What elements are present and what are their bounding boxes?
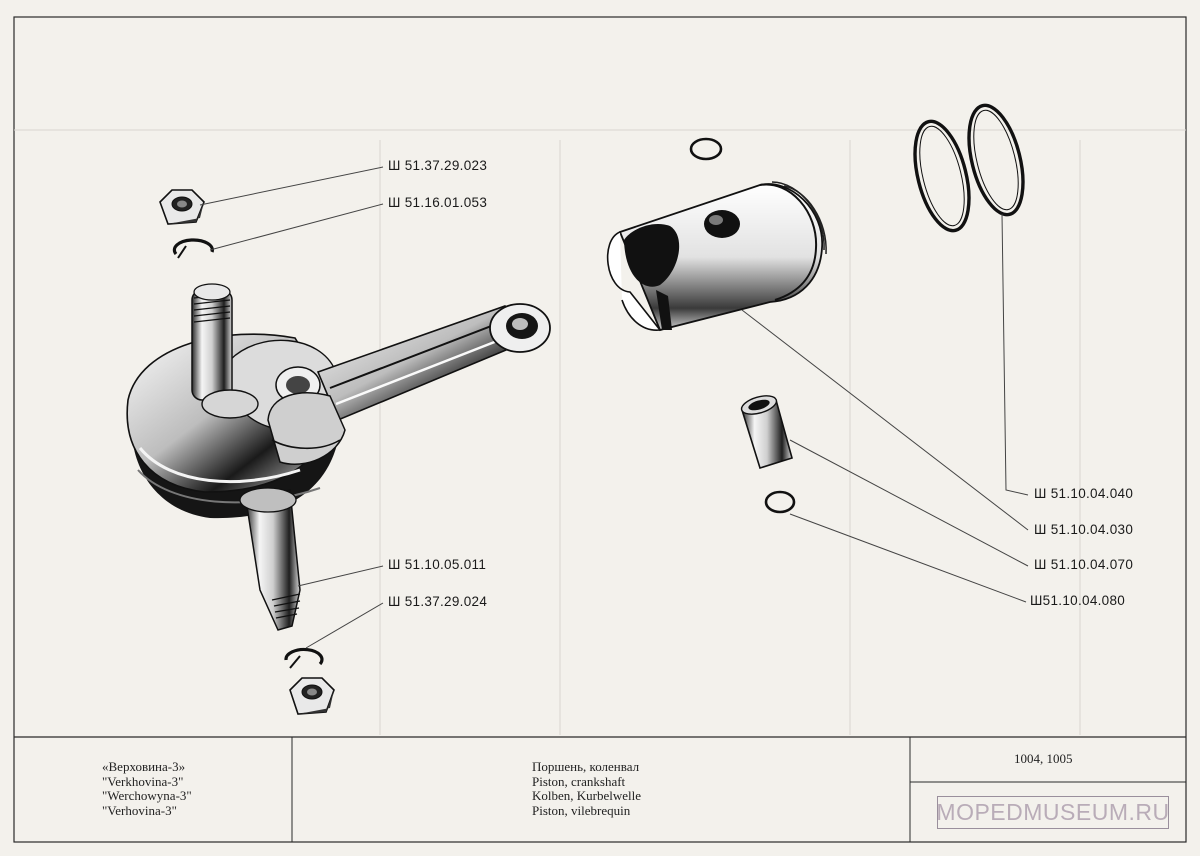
leader-lines: [199, 166, 1029, 649]
part-label-circlip: Ш51.10.04.080: [1030, 593, 1126, 608]
piston-icon: [606, 181, 827, 332]
part-label-nut-top: Ш 51.37.29.023: [388, 158, 488, 173]
lock-washer-bottom-icon: [284, 647, 324, 669]
circlip-bottom-icon: [764, 490, 796, 514]
page-numbers: 1004, 1005: [1014, 751, 1073, 766]
piston-rings-icon: [913, 103, 1025, 233]
circlip-top-icon: [689, 137, 723, 161]
part-label-washer-top: Ш 51.16.01.053: [388, 195, 488, 210]
model-name: "Verkhovina-3": [102, 773, 184, 789]
description-line: Kolben, Kurbelwelle: [532, 788, 642, 803]
part-label-piston-pin: Ш 51.10.04.070: [1034, 557, 1134, 572]
drawing-frame: [13, 16, 1187, 843]
hex-nut-top-icon: [159, 189, 205, 225]
part-label-piston-rings: Ш 51.10.04.040: [1034, 486, 1134, 501]
bleed-through-lines: [14, 129, 1186, 735]
lock-washer-top-icon: [172, 238, 214, 259]
description-line: Piston, crankshaft: [532, 773, 626, 789]
part-label-washer-bottom: Ш 51.37.29.024: [388, 594, 488, 609]
model-name: «Верховина-3»: [102, 759, 186, 774]
hex-nut-bottom-icon: [289, 677, 335, 715]
watermark-stamp: MOPEDMUSEUM.RU: [936, 796, 1169, 829]
title-block-models: «Верховина-3» "Verkhovina-3" "Werchowyna…: [102, 759, 192, 818]
crankshaft-icon: [126, 283, 551, 631]
model-name: "Werchowyna-3": [102, 788, 192, 803]
piston-pin-icon: [740, 395, 793, 470]
model-name: "Verhovina-3": [102, 802, 177, 818]
part-label-crankshaft: Ш 51.10.05.011: [388, 557, 487, 572]
description-line: Поршень, коленвал: [532, 759, 640, 774]
description-line: Piston, vilebrequin: [532, 802, 631, 818]
part-label-piston: Ш 51.10.04.030: [1034, 522, 1134, 537]
title-block-description: Поршень, коленвал Piston, crankshaft Kol…: [532, 759, 642, 818]
